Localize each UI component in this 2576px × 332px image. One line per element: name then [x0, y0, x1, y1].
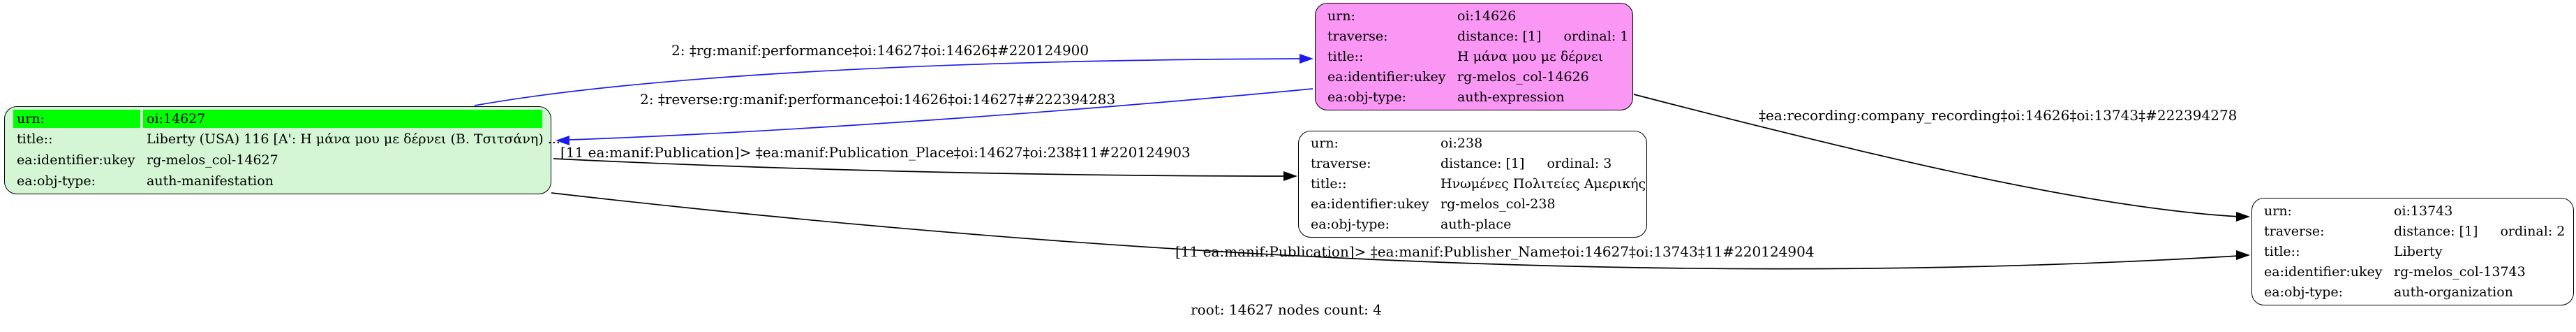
row-value: rg-melos_col-14626 [1457, 68, 1589, 85]
row-value: Liberty [2394, 243, 2443, 259]
row-value: auth-organization [2394, 284, 2513, 300]
edge-publisher-name-arrowhead-icon [2236, 250, 2250, 260]
row-value: oi:238 [1440, 136, 1483, 151]
row-key: ea:obj-type: [17, 173, 96, 189]
node-root-manifestation[interactable]: urn: oi:14627 title:: Liberty (USA) 116 … [4, 106, 560, 194]
row-key: ea:obj-type: [2264, 284, 2344, 300]
edge-label-reverse-performance: 2: ‡reverse:rg:manif:performance‡oi:1462… [640, 91, 1116, 108]
row-key: urn: [13, 110, 140, 128]
row-value-ordinal: ordinal: 1 [1563, 28, 1629, 44]
edge-company-recording-line [1633, 94, 2240, 217]
edge-reverse-performance-line [569, 88, 1313, 140]
node-row-urn: urn: oi:13743 [2252, 201, 2569, 222]
node-row-urn: urn: oi:14626 [1316, 6, 1628, 27]
row-key: ea:obj-type: [1327, 89, 1407, 105]
node-expression[interactable]: urn: oi:14626 traverse: distance: [1] or… [1315, 3, 1633, 110]
row-value: Liberty (USA) 116 [Α': Η μάνα μου με δέρ… [147, 131, 560, 147]
row-value: oi:13743 [2394, 203, 2453, 219]
row-key: ea:obj-type: [1311, 217, 1390, 232]
node-row-traverse: traverse: distance: [1] ordinal: 3 [1299, 154, 1642, 174]
row-key: ea:identifier:ukey [17, 152, 135, 168]
edge-label-publisher-name: [11 ea:manif:Publication]> ‡ea:manif:Pub… [1175, 243, 1815, 260]
row-value: oi:14626 [1457, 8, 1517, 24]
row-value: auth-manifestation [147, 173, 274, 189]
row-key: ea:identifier:ukey [1311, 196, 1429, 212]
row-value: rg-melos_col-238 [1440, 196, 1556, 212]
row-value: Η μάνα μου με δέρνει [1457, 48, 1604, 64]
node-row-title: title:: Ηνωμένες Πολιτείες Αμερικής [1299, 174, 1646, 194]
edge-label-company-recording: ‡ea:recording:company_recording‡oi:14626… [1759, 107, 2238, 124]
row-key: title:: [2264, 243, 2300, 259]
row-key: title:: [1327, 48, 1364, 64]
edge-publication-place-line [553, 158, 1287, 177]
row-key: traverse: [1327, 28, 1388, 44]
node-row-traverse: traverse: distance: [1] ordinal: 1 [1316, 27, 1628, 47]
row-value: distance: [1] [2394, 223, 2478, 239]
row-key: ea:identifier:ukey [1327, 68, 1446, 85]
edge-publication-place-arrowhead-icon [1283, 171, 1297, 181]
row-value: distance: [1] [1440, 156, 1525, 171]
edge-label-performance: 2: ‡rg:manif:performance‡oi:14627‡oi:146… [671, 42, 1089, 59]
edge-performance-line [474, 58, 1303, 106]
row-key: urn: [2264, 203, 2292, 219]
node-row-title: title:: Liberty [2252, 242, 2569, 262]
row-value-ordinal: ordinal: 3 [1547, 156, 1612, 171]
edge-publisher-name-line [551, 192, 2240, 270]
node-row-identifier: ea:identifier:ukey rg-melos_col-13743 [2252, 262, 2569, 282]
node-row-urn: urn: oi:238 [1299, 133, 1642, 154]
node-row-identifier: ea:identifier:ukey rg-melos_col-238 [1299, 194, 1642, 215]
node-organization[interactable]: urn: oi:13743 traverse: distance: [1] or… [2251, 198, 2574, 305]
row-value-ordinal: ordinal: 2 [2500, 223, 2566, 239]
row-key: urn: [1311, 136, 1339, 151]
row-value: auth-expression [1457, 89, 1565, 105]
node-row-identifier: ea:identifier:ukey rg-melos_col-14626 [1316, 67, 1628, 87]
node-row-traverse: traverse: distance: [1] ordinal: 2 [2252, 222, 2569, 242]
node-row-obj-type: ea:obj-type: auth-place [1299, 215, 1642, 235]
edge-performance-arrowhead-icon [1300, 54, 1313, 64]
node-row-obj-type: ea:obj-type: auth-organization [2252, 282, 2569, 303]
row-key: title:: [17, 131, 53, 147]
node-row-obj-type: ea:obj-type: auth-manifestation [5, 171, 546, 192]
row-value: rg-melos_col-14627 [147, 152, 278, 168]
node-place[interactable]: urn: oi:238 traverse: distance: [1] ordi… [1298, 131, 1647, 238]
graph-caption: root: 14627 nodes count: 4 [1191, 301, 1382, 318]
row-value: auth-place [1440, 217, 1512, 232]
node-row-title: title:: Liberty (USA) 116 [Α': Η μάνα μο… [5, 129, 560, 150]
node-row-obj-type: ea:obj-type: auth-expression [1316, 87, 1628, 108]
row-value: rg-melos_col-13743 [2394, 264, 2526, 280]
row-key: traverse: [1311, 156, 1371, 171]
edge-company-recording-arrowhead-icon [2236, 212, 2250, 222]
node-row-identifier: ea:identifier:ukey rg-melos_col-14627 [5, 150, 546, 171]
row-key: urn: [1327, 8, 1355, 24]
row-key: title:: [1311, 176, 1347, 192]
node-row-title: title:: Η μάνα μου με δέρνει [1316, 47, 1628, 67]
node-row-urn: urn: oi:14627 [5, 109, 546, 129]
row-value: oi:14627 [143, 110, 542, 128]
edge-reverse-performance-arrowhead-icon [556, 136, 569, 145]
row-key: traverse: [2264, 223, 2325, 239]
row-value: distance: [1] [1457, 28, 1542, 44]
row-value: Ηνωμένες Πολιτείες Αμερικής [1440, 176, 1646, 192]
edge-label-publication-place: [11 ea:manif:Publication]> ‡ea:manif:Pub… [560, 144, 1191, 161]
row-key: ea:identifier:ukey [2264, 264, 2383, 280]
